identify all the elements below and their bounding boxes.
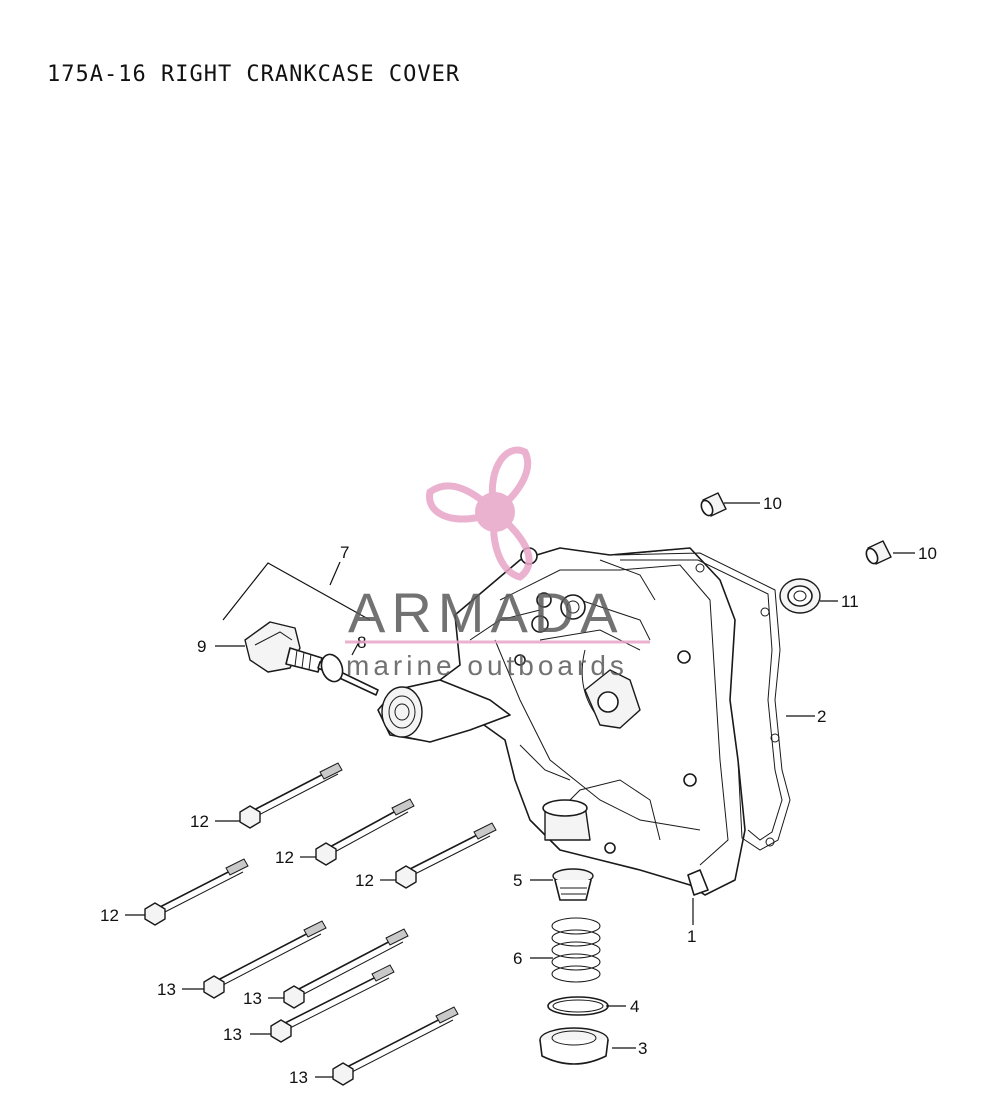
watermark-brand: ARMADA bbox=[348, 581, 624, 644]
strainer-o-ring bbox=[547, 996, 609, 1016]
callout-4: 4 bbox=[630, 997, 639, 1016]
strainer-cap bbox=[539, 1027, 609, 1065]
watermark: ARMADA marine outboards bbox=[345, 446, 650, 681]
callout-3: 3 bbox=[638, 1039, 647, 1058]
cover-gasket bbox=[614, 547, 791, 851]
dowel-pin-right bbox=[865, 540, 892, 565]
bolt-12b bbox=[315, 798, 415, 866]
callout-11: 11 bbox=[841, 592, 859, 611]
callout-labels: 1 2 3 4 5 6 7 8 9 10 10 11 12 12 12 12 1… bbox=[100, 494, 937, 1087]
bolt-12a bbox=[239, 762, 343, 829]
callout-5: 5 bbox=[513, 871, 522, 890]
bolt-13b bbox=[283, 928, 409, 1009]
propeller-icon bbox=[426, 446, 533, 581]
oil-filler-cap bbox=[244, 621, 379, 696]
oil-seal bbox=[779, 578, 821, 614]
callout-2: 2 bbox=[817, 707, 826, 726]
page-title: 175A-16 RIGHT CRANKCASE COVER bbox=[47, 62, 461, 87]
callout-10-right: 10 bbox=[918, 544, 937, 563]
o-ring-small bbox=[320, 653, 344, 683]
callout-13-d: 13 bbox=[289, 1068, 308, 1087]
watermark-tagline: marine outboards bbox=[346, 650, 628, 681]
callout-9: 9 bbox=[197, 637, 206, 656]
callout-13-c: 13 bbox=[223, 1025, 242, 1044]
leader-lines bbox=[125, 502, 915, 1078]
bolt-13a bbox=[203, 920, 327, 999]
callout-10-upper: 10 bbox=[763, 494, 782, 513]
bolt-12d bbox=[144, 858, 249, 926]
dowel-pin-upper bbox=[700, 492, 727, 517]
oil-strainer bbox=[552, 868, 594, 901]
callout-12-a: 12 bbox=[190, 812, 209, 831]
callout-12-b: 12 bbox=[275, 848, 294, 867]
callout-13-a: 13 bbox=[157, 980, 176, 999]
callout-12-c: 12 bbox=[355, 871, 374, 890]
bolt-13c bbox=[270, 964, 395, 1043]
callout-13-b: 13 bbox=[243, 989, 262, 1008]
strainer-spring bbox=[551, 917, 601, 983]
callout-12-d: 12 bbox=[100, 906, 119, 925]
bolt-13d bbox=[332, 1006, 459, 1086]
callout-7: 7 bbox=[340, 543, 349, 562]
bolt-12c bbox=[395, 822, 497, 889]
callout-6: 6 bbox=[513, 949, 522, 968]
callout-1: 1 bbox=[687, 927, 696, 946]
